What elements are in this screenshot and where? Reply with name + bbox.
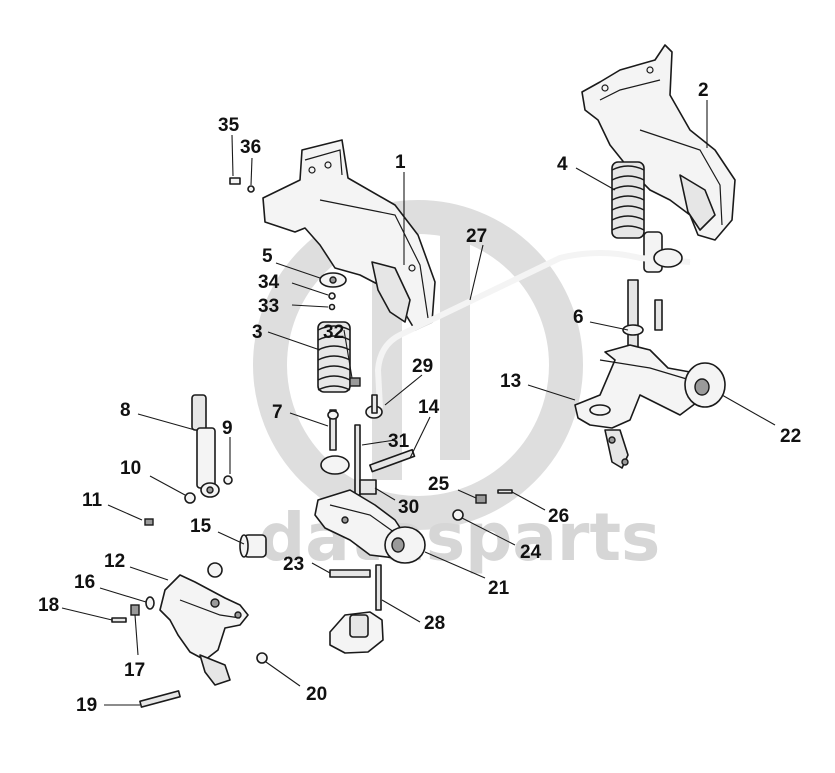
callout-27: 27 (466, 226, 487, 247)
callout-25: 25 (428, 474, 450, 495)
callout-35: 35 (218, 115, 240, 136)
callout-4: 4 (557, 154, 568, 175)
callout-24: 24 (520, 542, 542, 563)
callout-3: 3 (252, 322, 263, 343)
callout-33: 33 (258, 296, 279, 317)
part-6-right-strut (622, 231, 663, 351)
callout-21: 21 (488, 578, 510, 599)
part-27-stabilizer-bar (374, 248, 691, 409)
part-4-right-coil-spring (611, 161, 645, 239)
callout-28: 28 (424, 613, 445, 634)
part-18-bolt (111, 617, 127, 623)
part-19-bolt (139, 690, 181, 708)
part-11-nut (144, 518, 154, 526)
callout-16: 16 (74, 572, 95, 593)
callout-20: 20 (306, 684, 327, 705)
watermark-logo-bar-2 (440, 230, 470, 460)
part-20-nut (256, 652, 268, 664)
part-7-strut-rod (327, 409, 339, 451)
callout-2: 2 (698, 80, 709, 101)
part-17-nut (130, 604, 140, 616)
part-35-bolt (229, 177, 241, 185)
callout-34: 34 (258, 272, 280, 293)
part-3-left-coil-spring (317, 321, 351, 393)
part-9-washer (223, 475, 233, 485)
callout-11: 11 (82, 490, 103, 511)
part-24-washer (452, 509, 464, 521)
callout-18: 18 (38, 595, 59, 616)
callout-17: 17 (124, 660, 145, 681)
part-10-washer (184, 492, 196, 504)
part-12-lower-bracket (159, 574, 249, 686)
callout-9: 9 (222, 418, 233, 439)
part-14-bolt (369, 448, 416, 473)
callout-6: 6 (573, 307, 584, 328)
watermark-logo-ring (253, 200, 583, 530)
callout-23: 23 (283, 554, 304, 575)
part-5-spring-seat (319, 272, 347, 288)
part-28-lower-mount (329, 611, 384, 654)
part-32-nut (349, 377, 361, 387)
part-28-bolt (375, 564, 382, 611)
leader-lines (61, 100, 776, 706)
callout-5: 5 (262, 246, 273, 267)
part-21-left-bushing (384, 526, 426, 564)
part-25-nut (475, 494, 487, 504)
callout-36: 36 (240, 137, 261, 158)
washer-misc (207, 562, 223, 578)
callout-8: 8 (120, 400, 131, 421)
callout-26: 26 (548, 506, 569, 527)
callout-29: 29 (412, 356, 433, 377)
part-13-right-knuckle (574, 344, 701, 469)
part-15-bushing (239, 534, 267, 558)
callout-14: 14 (418, 397, 440, 418)
callout-labels: 1 2 3 4 5 6 7 8 9 10 11 12 13 14 15 16 1… (38, 80, 801, 716)
callout-30: 30 (398, 497, 419, 518)
callout-12: 12 (104, 551, 125, 572)
callout-31: 31 (388, 431, 410, 452)
callout-7: 7 (272, 402, 283, 423)
part-29-link (365, 394, 383, 419)
part-2-right-frame-bracket (581, 44, 736, 241)
callout-1: 1 (395, 152, 406, 173)
part-16-washer (145, 596, 155, 610)
hardware-group (111, 177, 513, 708)
part-22-right-bushing (684, 362, 726, 408)
part-26-pin (497, 489, 513, 494)
part-33-washer (328, 303, 336, 311)
part-36-washer (247, 185, 255, 193)
part-23-bolt (329, 569, 371, 578)
callout-15: 15 (190, 516, 212, 537)
callout-32: 32 (323, 322, 344, 343)
callout-19: 19 (76, 695, 97, 716)
part-34-washer (328, 292, 336, 300)
callout-22: 22 (780, 426, 801, 447)
callout-10: 10 (120, 458, 141, 479)
callout-13: 13 (500, 371, 521, 392)
part-8-shock-absorber (191, 394, 220, 498)
